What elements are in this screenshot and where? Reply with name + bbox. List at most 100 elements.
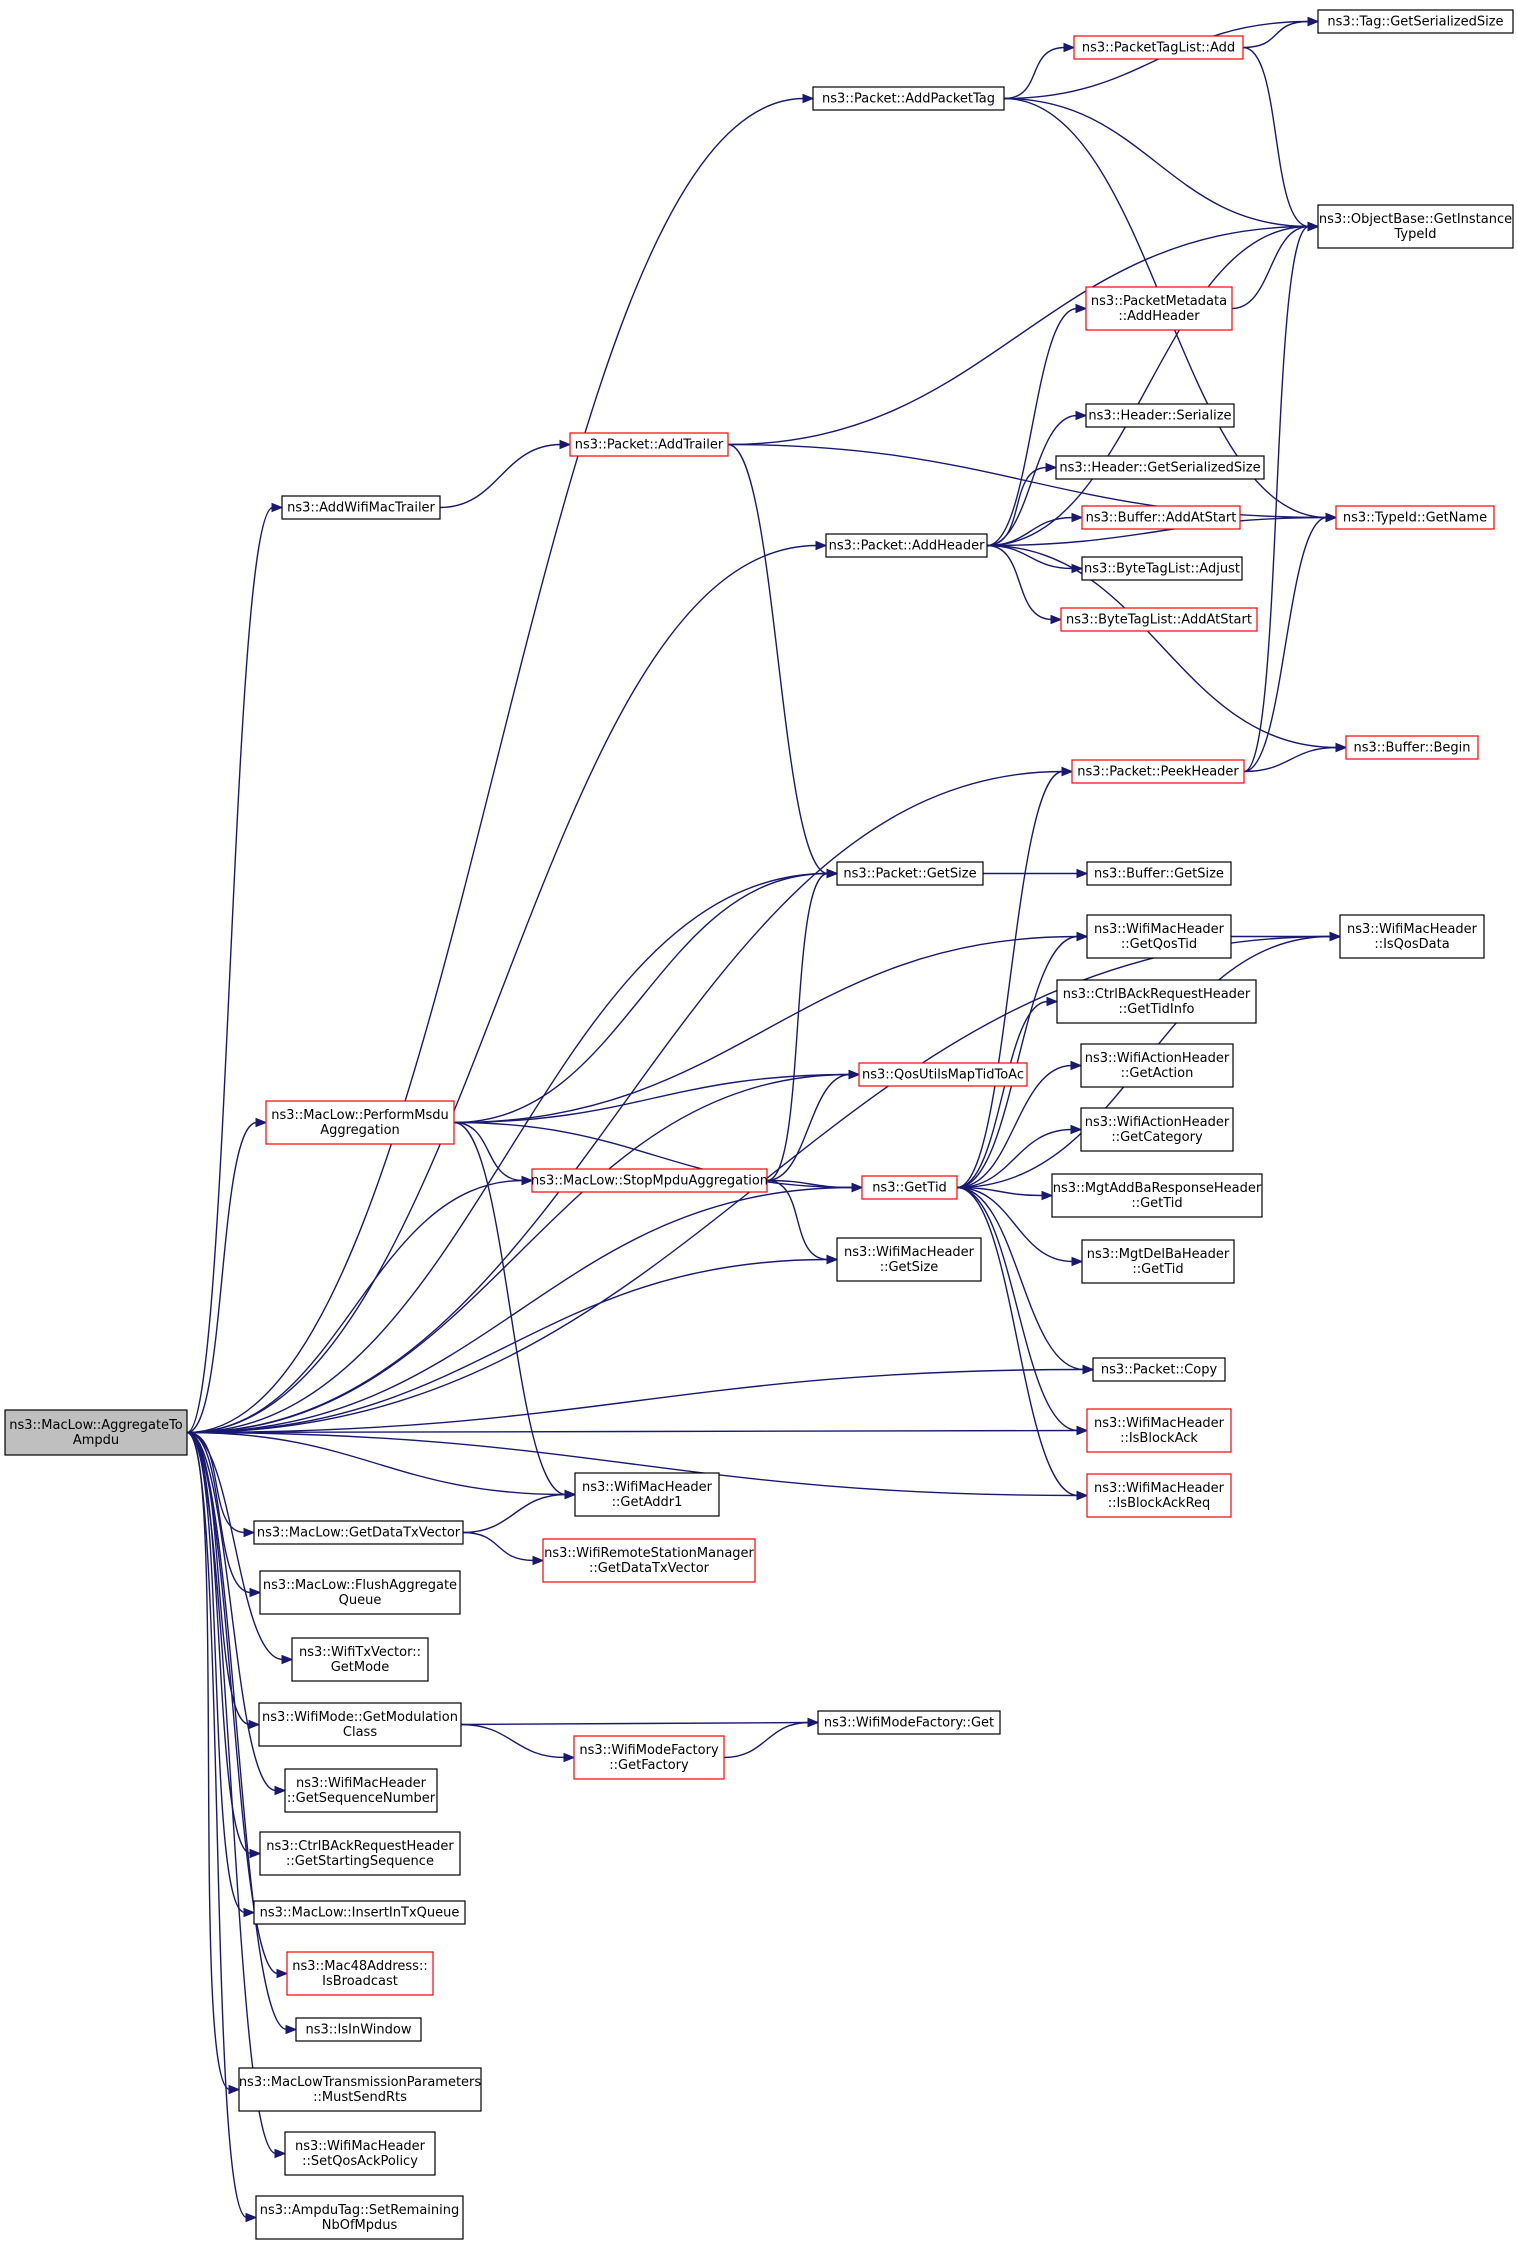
- node-add-wifi-mac-trailer[interactable]: ns3::AddWifiMacTrailer: [281, 495, 441, 520]
- node-box: [569, 432, 729, 457]
- node-mac48-address-is-broadcast[interactable]: ns3::Mac48Address::IsBroadcast: [286, 1951, 434, 1996]
- edge-packet-tag-list-add-to-tag-get-serialized-size: [1242, 16, 1320, 49]
- node-box: [573, 1735, 725, 1780]
- node-label: ::GetTid: [1132, 1262, 1183, 1277]
- node-buffer-begin[interactable]: ns3::Buffer::Begin: [1345, 735, 1479, 760]
- node-box: [253, 1900, 466, 1925]
- node-label: ::GetAction: [1121, 1066, 1194, 1081]
- node-mac-low-transmission-parameters-must-send-rts[interactable]: ns3::MacLowTransmissionParameters::MustS…: [238, 2067, 482, 2112]
- edge-packet-get-size-to-buffer-get-size: [982, 868, 1089, 879]
- node-wifi-mode-factory-get[interactable]: ns3::WifiModeFactory::Get: [817, 1710, 1001, 1735]
- node-header-serialize[interactable]: ns3::Header::Serialize: [1085, 403, 1235, 428]
- node-wifi-mac-header-is-qos-data[interactable]: ns3::WifiMacHeader::IsQosData: [1339, 914, 1485, 959]
- node-box: [286, 1951, 434, 1996]
- edge-add-trailer-to-packet-get-size: [727, 443, 839, 879]
- node-box: [1317, 9, 1514, 34]
- node-label: Aggregation: [320, 1123, 400, 1138]
- node-box: [1086, 861, 1232, 886]
- node-label: ns3::GetTid: [872, 1181, 947, 1196]
- node-wifi-mac-header-set-qos-ack-policy[interactable]: ns3::WifiMacHeader::SetQosAckPolicy: [284, 2131, 436, 2176]
- node-box: [1086, 1408, 1232, 1453]
- node-get-tid[interactable]: ns3::GetTid: [861, 1175, 958, 1200]
- node-packet-copy[interactable]: ns3::Packet::Copy: [1092, 1357, 1226, 1382]
- node-label: Class: [343, 1725, 377, 1740]
- node-label: ns3::Buffer::Begin: [1353, 741, 1470, 756]
- node-insert-in-tx-queue[interactable]: ns3::MacLow::InsertInTxQueue: [253, 1900, 466, 1925]
- node-qos-utils-map-tid-to-ac[interactable]: ns3::QosUtilsMapTidToAc: [858, 1062, 1028, 1087]
- node-wifi-mode-factory-get-factory[interactable]: ns3::WifiModeFactory::GetFactory: [573, 1735, 725, 1780]
- node-box: [1085, 403, 1235, 428]
- node-wifi-mac-header-get-size[interactable]: ns3::WifiMacHeader::GetSize: [836, 1237, 982, 1282]
- node-wifi-tx-vector-get-mode[interactable]: ns3::WifiTxVector::GetMode: [291, 1637, 429, 1682]
- edge-get-tid-to-wifi-action-header-get-action: [956, 1060, 1083, 1189]
- node-label: IsBroadcast: [322, 1974, 398, 1989]
- node-wifi-mac-header-get-addr1[interactable]: ns3::WifiMacHeader::GetAddr1: [574, 1472, 720, 1517]
- node-packet-metadata-add-header[interactable]: ns3::PacketMetadata::AddHeader: [1085, 286, 1233, 331]
- node-wifi-action-header-get-action[interactable]: ns3::WifiActionHeader::GetAction: [1080, 1043, 1234, 1088]
- node-wifi-remote-station-manager-get-data-tx-vector[interactable]: ns3::WifiRemoteStationManager::GetDataTx…: [542, 1538, 756, 1583]
- node-mgt-del-ba-header-get-tid[interactable]: ns3::MgtDelBaHeader::GetTid: [1081, 1239, 1235, 1284]
- node-packet-add-header[interactable]: ns3::Packet::AddHeader: [825, 533, 988, 558]
- edge-perform-msdu-aggregation-to-wifi-mac-header-get-qos-tid: [453, 931, 1089, 1124]
- node-tag-get-serialized-size[interactable]: ns3::Tag::GetSerializedSize: [1317, 9, 1514, 34]
- edge-packet-tag-list-add-to-object-base-get-instance-type-id: [1242, 46, 1320, 232]
- node-box: [861, 1175, 958, 1200]
- node-peek-header[interactable]: ns3::Packet::PeekHeader: [1071, 759, 1245, 784]
- edge-peek-header-to-type-id-get-name: [1243, 512, 1338, 773]
- node-wifi-action-header-get-category[interactable]: ns3::WifiActionHeader::GetCategory: [1080, 1107, 1234, 1152]
- node-ctrl-back-request-header-get-tid-info[interactable]: ns3::CtrlBAckRequestHeader::GetTidInfo: [1056, 979, 1257, 1024]
- edge-root-to-is-in-window: [186, 1431, 298, 2035]
- edge-root-to-ctrl-back-request-header-get-starting-sequence: [186, 1431, 262, 1859]
- node-byte-tag-list-add-at-start[interactable]: ns3::ByteTagList::AddAtStart: [1060, 607, 1258, 632]
- edge-get-tid-to-peek-header: [956, 766, 1074, 1189]
- node-packet-get-size[interactable]: ns3::Packet::GetSize: [836, 861, 984, 886]
- node-box: [1080, 1107, 1234, 1152]
- node-add-trailer[interactable]: ns3::Packet::AddTrailer: [569, 432, 729, 457]
- edge-root-to-packet-add-header: [186, 540, 828, 1434]
- node-label: ::GetQosTid: [1121, 937, 1197, 952]
- edge-get-tid-to-wifi-mac-header-is-block-ack-req: [956, 1186, 1089, 1501]
- node-label: ns3::MacLow::FlushAggregate: [263, 1578, 457, 1593]
- node-label: ns3::MacLow::AggregateTo: [9, 1418, 183, 1433]
- node-wifi-mac-header-get-sequence-number[interactable]: ns3::WifiMacHeader::GetSequenceNumber: [284, 1768, 438, 1813]
- node-label: ns3::Packet::AddTrailer: [575, 438, 724, 453]
- node-box: [817, 1710, 1001, 1735]
- node-label: ns3::WifiMacHeader: [1094, 1481, 1225, 1496]
- node-type-id-get-name[interactable]: ns3::TypeId::GetName: [1335, 505, 1495, 530]
- node-byte-tag-list-adjust[interactable]: ns3::ByteTagList::Adjust: [1081, 556, 1243, 581]
- edge-peek-header-to-object-base-get-instance-type-id: [1243, 221, 1320, 773]
- edge-wifi-mode-factory-get-factory-to-wifi-mode-factory-get: [723, 1717, 820, 1759]
- node-wifi-mac-header-is-block-ack-req[interactable]: ns3::WifiMacHeader::IsBlockAckReq: [1086, 1473, 1232, 1518]
- edge-get-tid-to-packet-copy: [956, 1186, 1095, 1375]
- edge-root-to-get-data-tx-vector: [186, 1431, 256, 1538]
- node-wifi-mac-header-is-block-ack[interactable]: ns3::WifiMacHeader::IsBlockAck: [1086, 1408, 1232, 1453]
- node-label: ns3::MgtDelBaHeader: [1087, 1247, 1230, 1262]
- node-mgt-add-ba-response-header-get-tid[interactable]: ns3::MgtAddBaResponseHeader::GetTid: [1051, 1173, 1263, 1218]
- node-label: ns3::WifiRemoteStationManager: [544, 1546, 754, 1561]
- node-box: [1081, 556, 1243, 581]
- node-ctrl-back-request-header-get-starting-sequence[interactable]: ns3::CtrlBAckRequestHeader::GetStartingS…: [259, 1831, 461, 1876]
- node-label: ns3::MgtAddBaResponseHeader: [1053, 1181, 1262, 1196]
- node-is-in-window[interactable]: ns3::IsInWindow: [295, 2017, 422, 2042]
- node-label: ns3::Packet::AddHeader: [829, 539, 985, 554]
- node-label: ns3::WifiMacHeader: [844, 1245, 975, 1260]
- node-box: [259, 1831, 461, 1876]
- node-label: ns3::MacLow::GetDataTxVector: [257, 1526, 461, 1541]
- node-buffer-add-at-start[interactable]: ns3::Buffer::AddAtStart: [1081, 505, 1241, 530]
- node-add-packet-tag[interactable]: ns3::Packet::AddPacketTag: [812, 86, 1005, 111]
- node-label: ::GetTidInfo: [1119, 1002, 1195, 1017]
- node-packet-tag-list-add[interactable]: ns3::PacketTagList::Add: [1073, 35, 1244, 60]
- node-label: ns3::Header::Serialize: [1088, 409, 1231, 424]
- node-header-get-serialized-size[interactable]: ns3::Header::GetSerializedSize: [1055, 455, 1265, 480]
- node-get-data-tx-vector[interactable]: ns3::MacLow::GetDataTxVector: [253, 1520, 464, 1545]
- node-stop-mpdu-aggregation[interactable]: ns3::MacLow::StopMpduAggregation: [531, 1168, 768, 1193]
- node-buffer-get-size[interactable]: ns3::Buffer::GetSize: [1086, 861, 1232, 886]
- node-wifi-mac-header-get-qos-tid[interactable]: ns3::WifiMacHeader::GetQosTid: [1086, 914, 1232, 959]
